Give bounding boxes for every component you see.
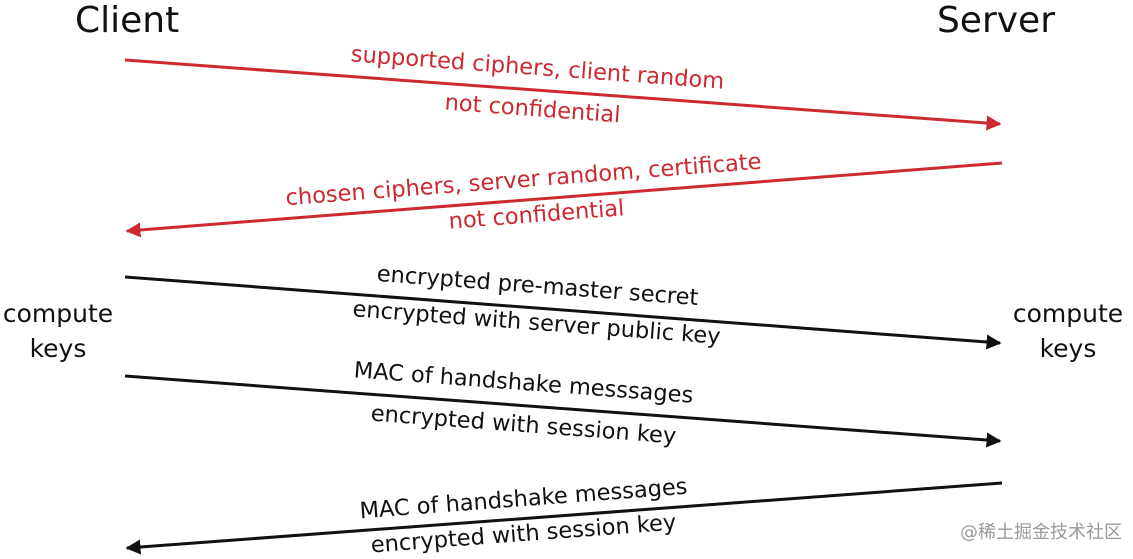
message-2-note: not confidential <box>448 195 626 234</box>
message-4-note: encrypted with session key <box>370 401 677 450</box>
message-1: supported ciphers, client random not con… <box>124 41 1002 131</box>
client-title: Client <box>75 0 179 41</box>
watermark-text: @稀土掘金技术社区 <box>960 522 1122 543</box>
message-2-label: chosen ciphers, server random, certifica… <box>285 149 763 212</box>
client-compute-label: compute <box>3 299 113 328</box>
message-2: chosen ciphers, server random, certifica… <box>125 149 1003 238</box>
client-keys-label: keys <box>30 334 87 363</box>
message-5-arrow <box>125 481 1003 555</box>
message-1-label: supported ciphers, client random <box>350 41 725 94</box>
message-5: MAC of handshake messages encrypted with… <box>125 474 1003 558</box>
message-4-arrow <box>124 374 1002 448</box>
server-keys-label: keys <box>1040 334 1097 363</box>
message-1-arrow <box>124 58 1002 131</box>
message-3-arrow <box>124 275 1002 350</box>
message-3: encrypted pre-master secret encrypted wi… <box>124 261 1002 350</box>
server-title: Server <box>937 0 1055 41</box>
message-2-arrow <box>125 161 1003 238</box>
server-compute-label: compute <box>1013 299 1123 328</box>
message-4-label: MAC of handshake messsages <box>353 357 694 408</box>
message-4: MAC of handshake messsages encrypted wit… <box>124 357 1002 450</box>
